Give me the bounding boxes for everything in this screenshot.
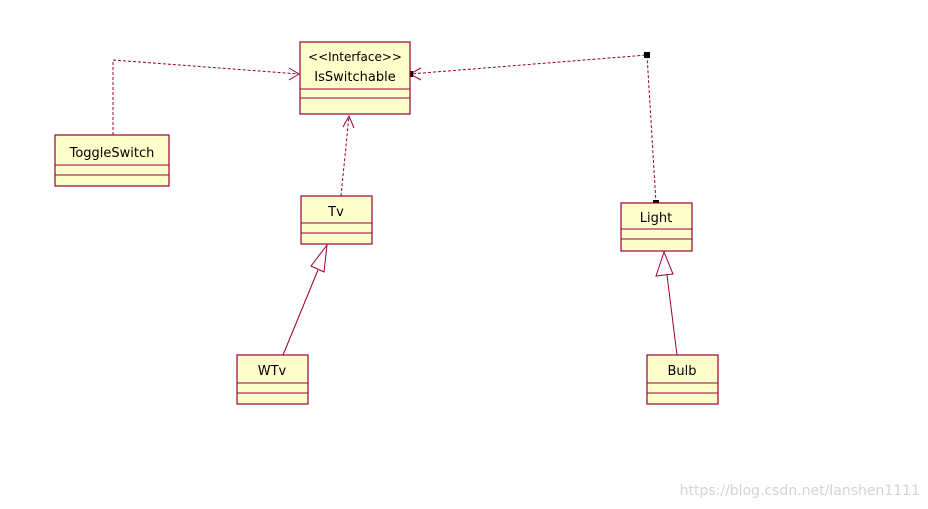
class-name: WTv bbox=[258, 364, 287, 379]
class-name: ToggleSwitch bbox=[69, 146, 155, 161]
class-stereotype: <<Interface>> bbox=[308, 50, 402, 64]
hollow-triangle-icon bbox=[655, 250, 674, 277]
hollow-triangle-icon bbox=[310, 243, 328, 273]
dependency-toggleswitch-isswitchable bbox=[112, 59, 300, 135]
class-light[interactable]: Light bbox=[620, 202, 693, 252]
dependency-light-isswitchable bbox=[407, 52, 659, 206]
class-name: IsSwitchable bbox=[314, 70, 395, 85]
realization-tv-isswitchable bbox=[340, 114, 355, 197]
class-wtv[interactable]: WTv bbox=[236, 354, 309, 405]
class-name: Light bbox=[640, 211, 672, 226]
watermark-url: https://blog.csdn.net/lanshen1111 bbox=[679, 483, 920, 499]
class-tv[interactable]: Tv bbox=[300, 195, 373, 245]
anchor-square-icon bbox=[644, 52, 650, 58]
generalization-wtv-tv bbox=[282, 243, 328, 356]
open-arrowhead-icon bbox=[342, 114, 355, 129]
generalization-bulb-light bbox=[655, 250, 678, 356]
class-toggleswitch[interactable]: ToggleSwitch bbox=[54, 134, 170, 187]
open-arrowhead-icon bbox=[288, 67, 300, 81]
class-bulb[interactable]: Bulb bbox=[646, 354, 719, 405]
class-name: Tv bbox=[327, 205, 344, 220]
class-name: Bulb bbox=[667, 364, 696, 379]
class-isswitchable[interactable]: <<Interface>> IsSwitchable bbox=[299, 41, 411, 115]
